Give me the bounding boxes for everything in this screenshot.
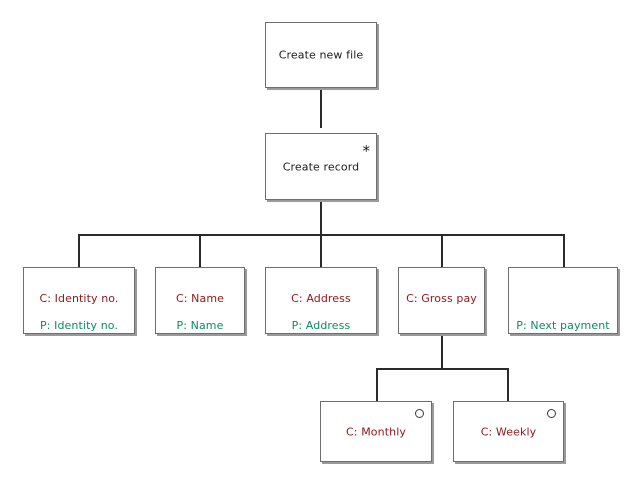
node-label-name-process: P: Name [176, 319, 224, 332]
selection-marker-icon-weekly [547, 409, 556, 418]
node-create-new-file[interactable]: Create new file [265, 22, 377, 88]
node-label-create-record: Create record [282, 160, 360, 173]
node-label-name-condition: C: Name [175, 292, 225, 305]
connector-bus-level4 [376, 368, 509, 370]
node-weekly[interactable]: C: Weekly [453, 401, 564, 462]
connector-root-to-record [320, 88, 322, 128]
node-name[interactable]: C: Name P: Name [155, 267, 245, 334]
node-identity-no[interactable]: C: Identity no. P: Identity no. [23, 267, 135, 334]
iteration-marker-icon: * [362, 142, 371, 160]
node-label-create-new-file: Create new file [278, 48, 364, 62]
node-label-gross-pay-condition: C: Gross pay [406, 292, 477, 305]
connector-gross-pay-to-bus2 [441, 334, 443, 368]
node-label-monthly-condition: C: Monthly [346, 425, 406, 438]
connector-bus-to-name [199, 234, 201, 267]
node-label-address-condition: C: Address [291, 292, 351, 305]
node-monthly[interactable]: C: Monthly [320, 401, 432, 462]
connector-bus2-to-weekly [507, 368, 509, 401]
node-gross-pay[interactable]: C: Gross pay [398, 267, 485, 334]
node-next-payment[interactable]: P: Next payment [508, 267, 618, 334]
connector-record-to-bus [320, 200, 322, 234]
node-label-identity-process: P: Identity no. [40, 319, 118, 332]
node-create-record[interactable]: * Create record [265, 133, 377, 200]
connector-bus-to-next-payment [563, 234, 565, 267]
connector-bus-to-identity [78, 234, 80, 267]
node-address[interactable]: C: Address P: Address [265, 267, 377, 334]
node-label-identity-condition: C: Identity no. [39, 292, 119, 305]
node-label-address-process: P: Address [291, 319, 351, 332]
connector-bus-to-gross-pay [441, 234, 443, 267]
selection-marker-icon-monthly [415, 409, 424, 418]
node-label-next-payment-process: P: Next payment [516, 319, 610, 332]
connector-bus-to-address [320, 234, 322, 267]
node-label-weekly-condition: C: Weekly [480, 425, 537, 438]
connector-bus2-to-monthly [376, 368, 378, 401]
